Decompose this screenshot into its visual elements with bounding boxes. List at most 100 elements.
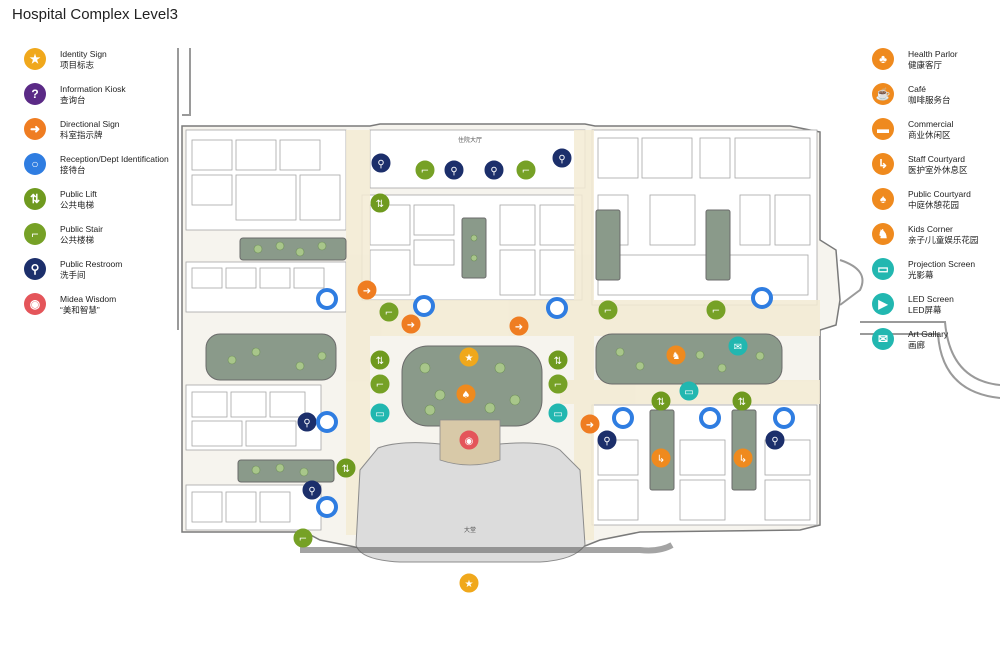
legend-label-zh: 公共电梯 <box>60 200 95 210</box>
bench-icon: ♠ <box>456 384 476 404</box>
stair-icon: ⌐ <box>548 374 568 394</box>
svg-text:★: ★ <box>465 579 474 590</box>
svg-text:⇅: ⇅ <box>554 356 562 367</box>
svg-text:⌐: ⌐ <box>299 534 307 545</box>
svg-text:⚲: ⚲ <box>771 436 778 447</box>
svg-text:➜: ➜ <box>407 320 415 331</box>
legend-label-zh: 科室指示牌 <box>60 130 103 140</box>
restroom-icon: ⚲ <box>297 412 317 432</box>
stair-icon: ⌐ <box>293 528 313 548</box>
stair-icon: ⌐ <box>415 160 435 180</box>
svg-text:♞: ♞ <box>672 351 681 362</box>
staff-icon: ↳ <box>651 448 671 468</box>
svg-text:⚲: ⚲ <box>308 486 315 497</box>
svg-text:⌐: ⌐ <box>522 166 530 177</box>
lower-walkway <box>300 542 674 554</box>
svg-text:⇅: ⇅ <box>738 397 746 408</box>
directional-icon: ➜ <box>357 280 377 300</box>
restroom-icon: ⚲ <box>597 430 617 450</box>
sofa-icon: ▬ <box>872 118 894 140</box>
svg-text:⌐: ⌐ <box>376 380 384 391</box>
bench-icon: ♠ <box>872 188 894 210</box>
directional-icon: ➜ <box>509 316 529 336</box>
reception-icon <box>546 297 568 319</box>
stair-icon: ⌐ <box>379 302 399 322</box>
svg-text:↳: ↳ <box>657 454 665 465</box>
svg-text:⇅: ⇅ <box>376 199 384 210</box>
coffee-cup-icon: ☕ <box>872 83 894 105</box>
svg-text:⚲: ⚲ <box>490 166 497 177</box>
star-icon: ★ <box>459 573 479 593</box>
stair-icon: ⌐ <box>706 300 726 320</box>
svg-text:⇅: ⇅ <box>657 397 665 408</box>
svg-text:↳: ↳ <box>739 454 747 465</box>
plan-label-main-hall: 大堂 <box>464 526 476 534</box>
reception-icon <box>316 496 338 518</box>
svg-text:➜: ➜ <box>586 420 594 431</box>
legend-label-zh: 接待台 <box>60 165 86 175</box>
legend-label-en: Information Kiosk <box>60 84 126 94</box>
legend-label-zh: 洗手间 <box>60 270 86 280</box>
lift-icon: ⇅ <box>732 391 752 411</box>
lift-icon: ⇅ <box>651 391 671 411</box>
svg-text:⚲: ⚲ <box>558 154 565 165</box>
legend-label-en: Health Parlor <box>908 49 958 59</box>
projection-icon: ▭ <box>679 381 699 401</box>
legend-label-en: Commercial <box>908 119 954 129</box>
lift-icon: ⇅ <box>370 350 390 370</box>
svg-text:⌐: ⌐ <box>385 308 393 319</box>
svg-text:⚲: ⚲ <box>450 166 457 177</box>
atrium-trees <box>419 362 521 416</box>
legend-label-en: Projection Screen <box>908 259 976 269</box>
reception-icon <box>612 407 634 429</box>
svg-text:▭: ▭ <box>684 387 693 398</box>
svg-text:⇅: ⇅ <box>342 464 350 475</box>
legend-label-zh: 查询台 <box>60 95 86 105</box>
legend-label-en: Public Restroom <box>60 259 123 269</box>
svg-text:⌐: ⌐ <box>604 306 612 317</box>
legend-label-zh: 项目标志 <box>60 60 95 70</box>
directional-icon: ➜ <box>401 314 421 334</box>
lift-icon: ⇅ <box>336 458 356 478</box>
kids-icon: ♞ <box>872 223 894 245</box>
svg-text:⚲: ⚲ <box>303 418 310 429</box>
map-markers: ★★◉♠⚲⌐⚲⚲⌐⚲⇅➜⌐➜➜⌐⌐⇅⌐▭⇅⌐▭♞✉▭⇅⇅➜⚲⚲↳↳⚲⇅⚲⌐ <box>293 148 795 593</box>
legend-label-en: LED Screen <box>908 294 954 304</box>
projection-icon: ▭ <box>370 403 390 423</box>
svg-text:⇅: ⇅ <box>376 356 384 367</box>
svg-text:◉: ◉ <box>465 436 474 447</box>
legend-label-zh: LED屏幕 <box>908 305 942 315</box>
site-outline <box>177 48 1000 399</box>
center-north-rooms <box>361 129 586 301</box>
svg-text:➜: ➜ <box>515 322 523 333</box>
svg-text:♠: ♠ <box>462 390 471 401</box>
svg-text:⌐: ⌐ <box>554 380 562 391</box>
svg-text:⌐: ⌐ <box>421 166 429 177</box>
lift-icon: ⇅ <box>24 188 46 210</box>
lift-icon: ⇅ <box>548 350 568 370</box>
directional-icon: ➜ <box>580 414 600 434</box>
armchair-icon: ♣ <box>872 48 894 70</box>
stair-icon: ⌐ <box>598 300 618 320</box>
legend-label-zh: 公共楼梯 <box>60 235 95 245</box>
legend-label-en: Directional Sign <box>60 119 120 129</box>
eye-icon: ◉ <box>24 293 46 315</box>
arrow-right-icon: ➜ <box>24 118 46 140</box>
gallery-icon: ✉ <box>728 336 748 356</box>
reception-icon <box>751 287 773 309</box>
projection-icon: ▭ <box>548 403 568 423</box>
legend-label-zh: 中庭休憩花园 <box>908 200 960 210</box>
reception-icon <box>413 295 435 317</box>
reception-icon <box>699 407 721 429</box>
legend-label-zh: 商业休闲区 <box>908 130 951 140</box>
star-icon: ★ <box>459 347 479 367</box>
svg-text:⌐: ⌐ <box>712 306 720 317</box>
